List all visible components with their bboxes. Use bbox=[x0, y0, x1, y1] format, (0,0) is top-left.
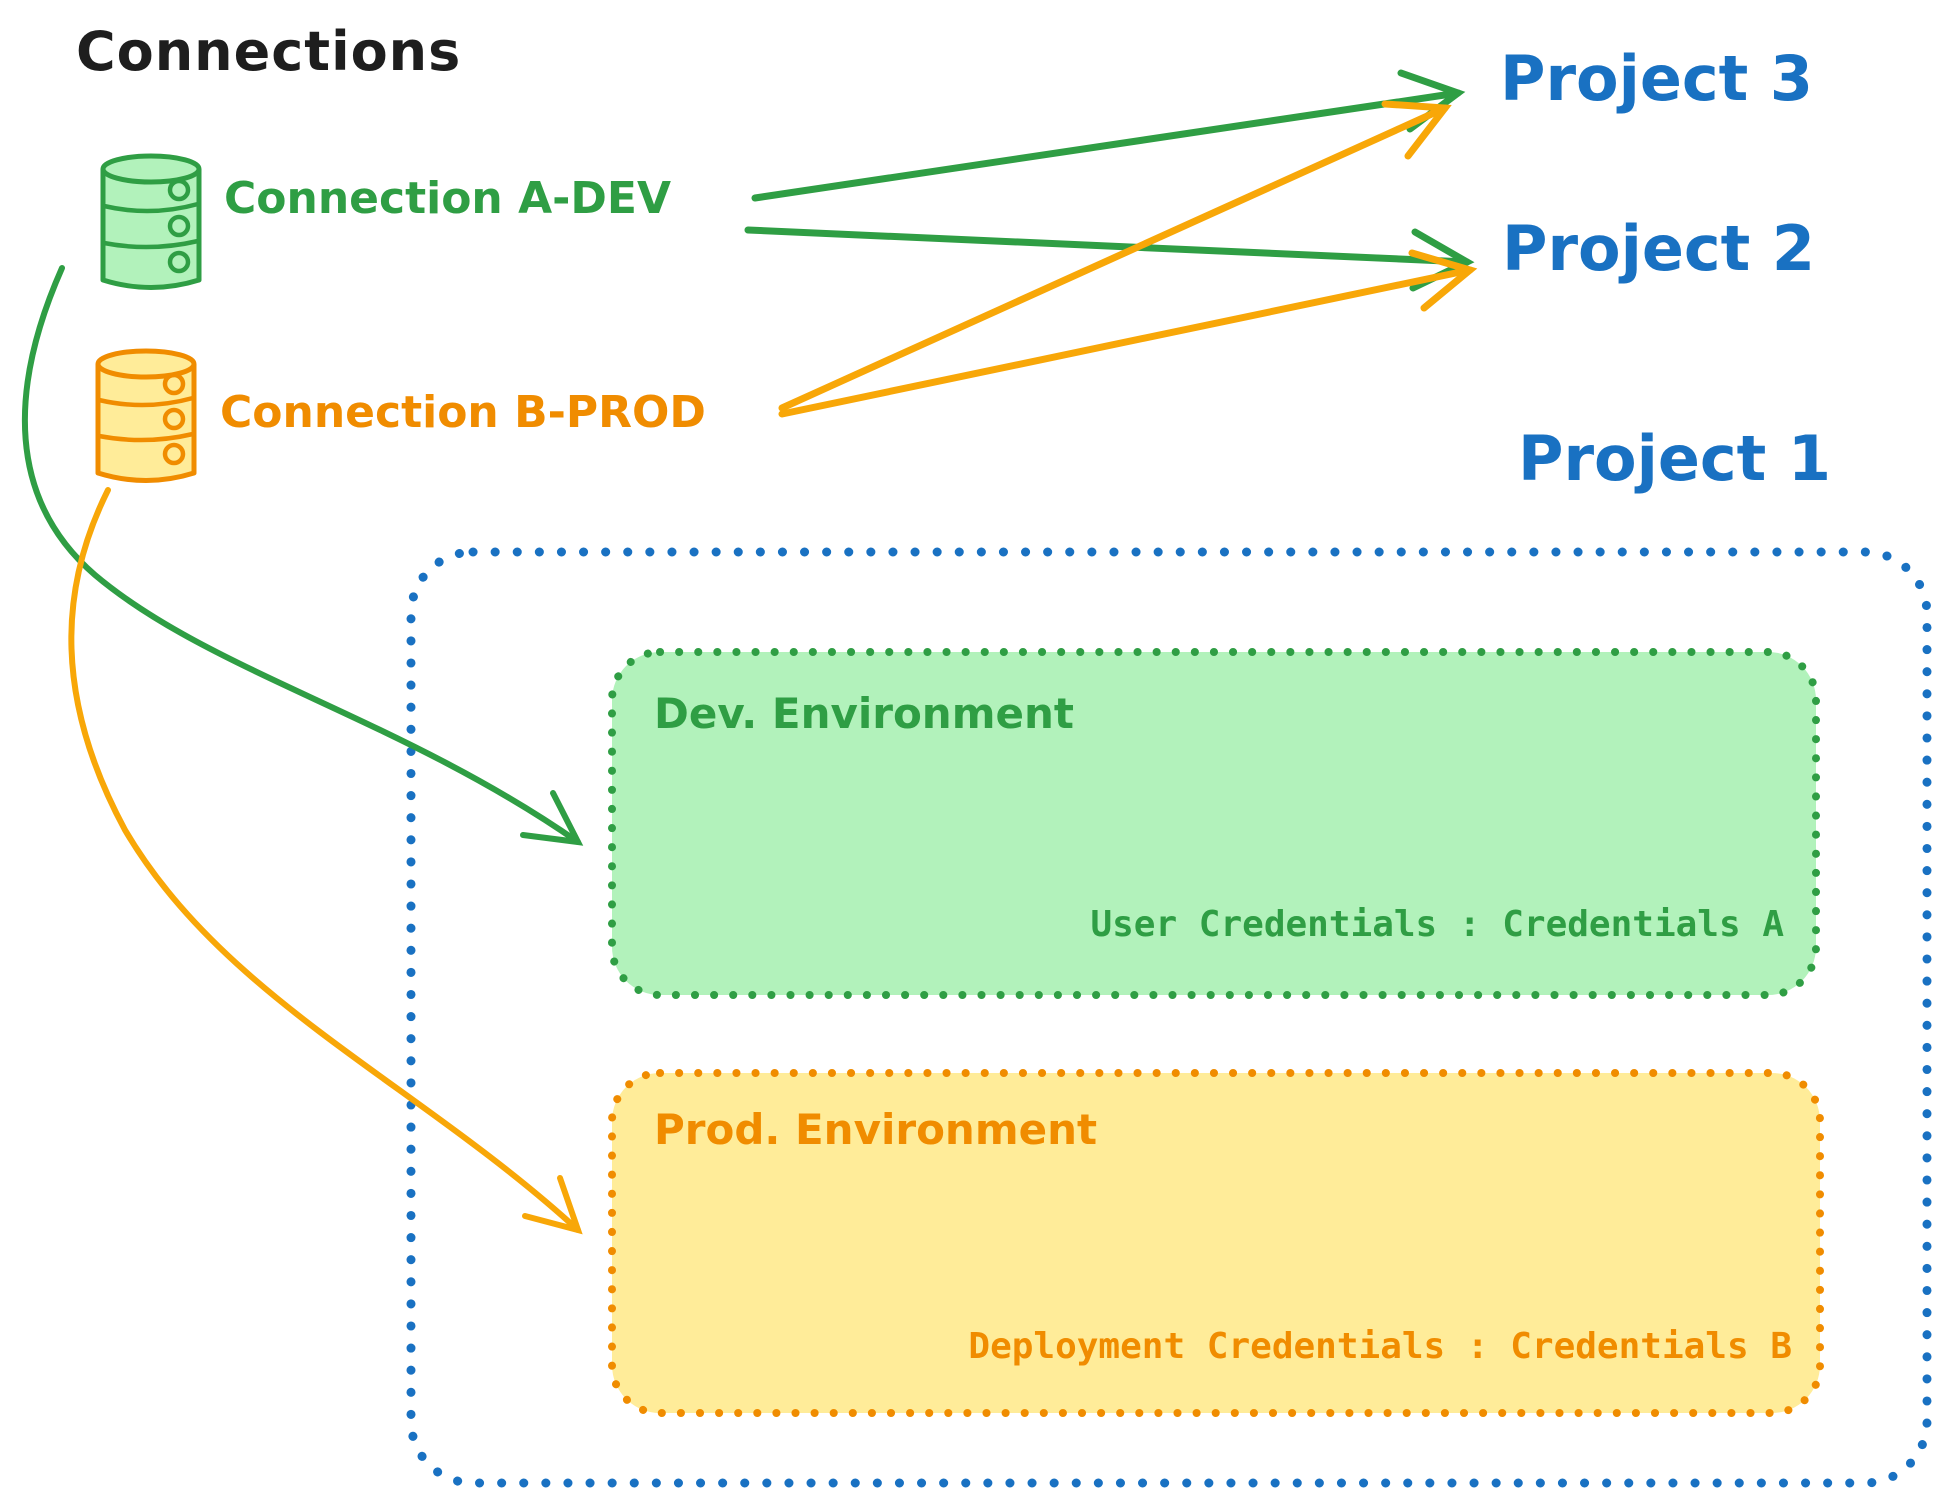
prod-environment-credentials: Deployment Credentials : Credentials B bbox=[968, 1326, 1792, 1367]
project-1-label: Project 1 bbox=[1518, 422, 1832, 495]
arrow-b-prod-to-project3 bbox=[778, 100, 1452, 412]
prod-environment-box bbox=[608, 1069, 1824, 1417]
database-icon-prod bbox=[95, 348, 197, 483]
curved-arrow-a-dev-to-dev-env bbox=[21, 265, 584, 846]
arrow-a-dev-to-project3 bbox=[751, 69, 1466, 202]
project1-boundary-box bbox=[406, 547, 1932, 1488]
arrow-b-prod-to-project2 bbox=[778, 249, 1478, 418]
connection-b-prod-label: Connection B-PROD bbox=[220, 387, 706, 438]
dev-environment-title: Dev. Environment bbox=[654, 689, 1074, 738]
prod-environment-title: Prod. Environment bbox=[654, 1105, 1098, 1154]
dev-environment-box bbox=[608, 648, 1820, 999]
dev-environment-credentials: User Credentials : Credentials A bbox=[1090, 904, 1784, 945]
connections-title: Connections bbox=[76, 20, 462, 83]
connection-a-dev-label: Connection A-DEV bbox=[224, 173, 672, 224]
project-3-label: Project 3 bbox=[1500, 42, 1814, 115]
curved-arrow-b-prod-to-prod-env bbox=[68, 487, 583, 1235]
project-2-label: Project 2 bbox=[1502, 212, 1816, 285]
database-icon-dev bbox=[100, 153, 202, 290]
